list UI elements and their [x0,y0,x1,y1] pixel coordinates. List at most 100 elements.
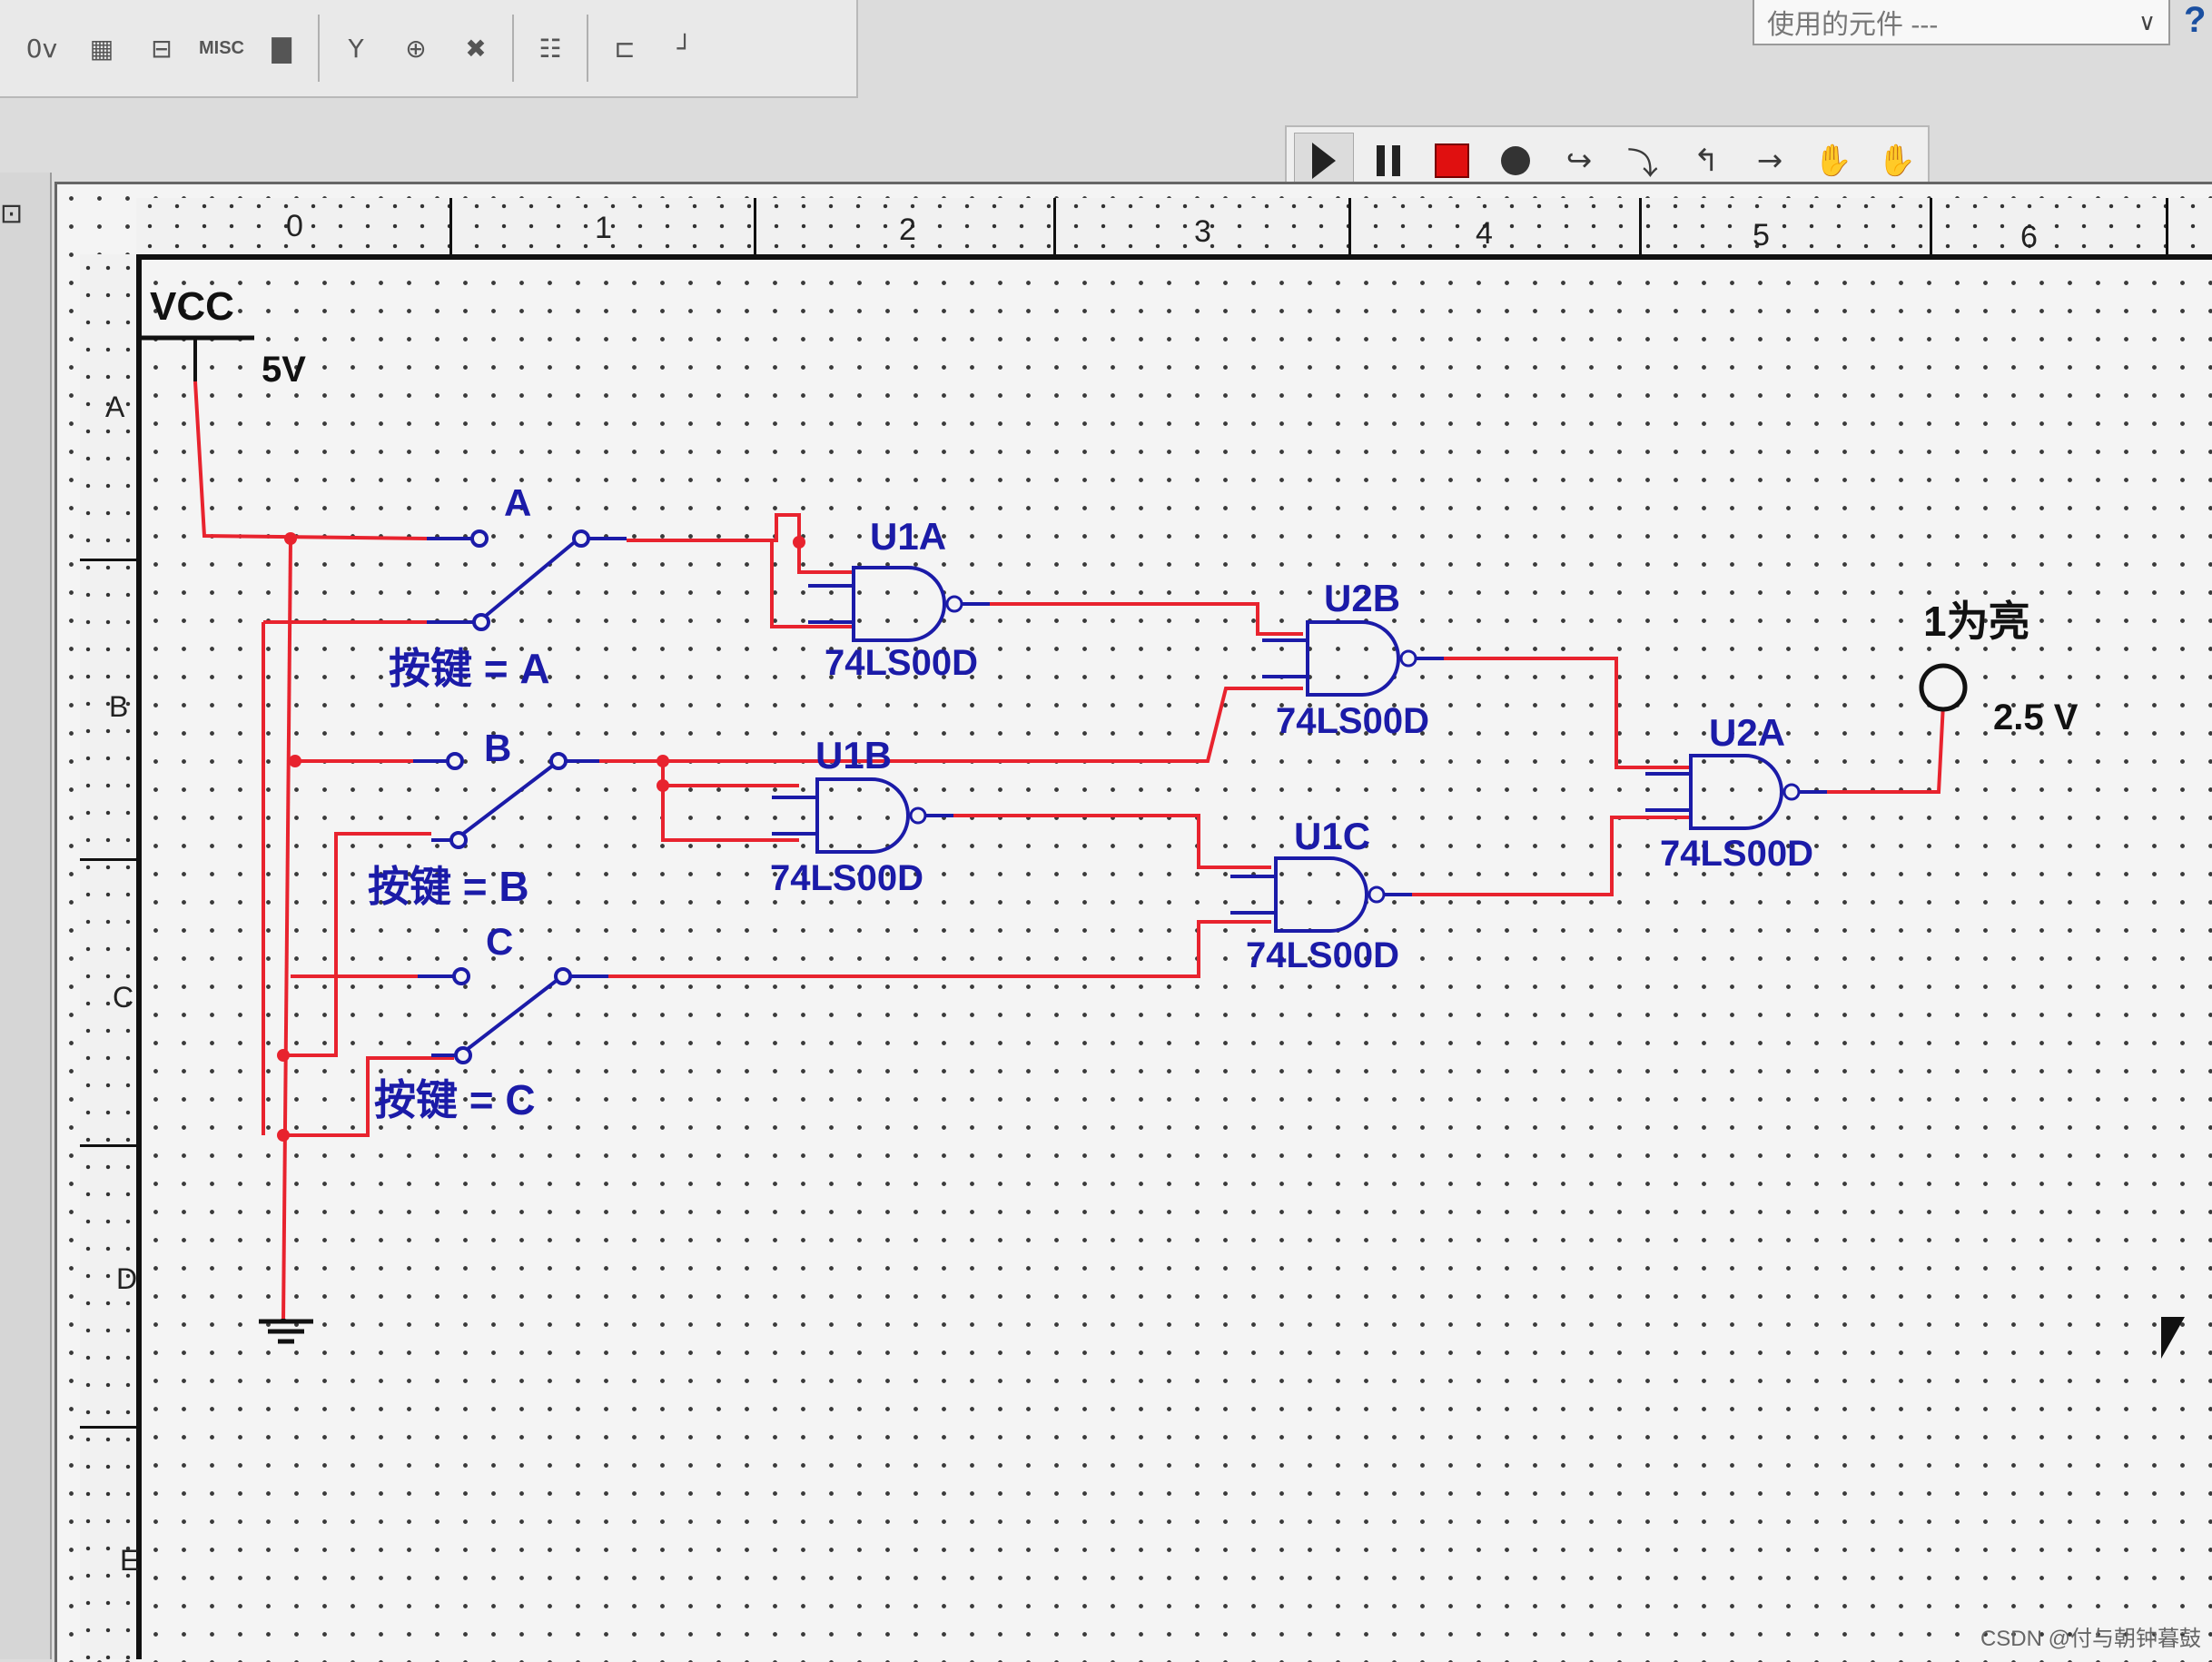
wire-b-u1b-in1 [599,759,799,787]
wire-u2b-u2a [1444,657,1689,769]
wire-a-out [627,513,854,574]
switch-c-key: 按键 = C [374,1076,536,1123]
ruler-divider [1053,198,1056,254]
step-over-icon[interactable]: ⤵ [1627,145,1658,183]
design-toolbox-panel: ⊡ [0,173,52,1659]
tool-misc[interactable]: MISC [199,37,244,58]
chevron-down-icon[interactable]: ∨ [2138,7,2156,35]
gate-u1a[interactable] [806,566,992,642]
column-label: 6 [2020,220,2038,254]
schematic-sheet[interactable] [54,182,2212,1662]
ruler-divider [2166,198,2168,254]
ruler-divider [80,559,136,561]
tool-0v-icon[interactable]: 0v [25,33,58,64]
wire-a-u1a-in2 [770,540,854,628]
gate-u1b-ref: U1B [815,734,893,777]
tool-display-icon[interactable]: ▇ [272,33,291,64]
help-button[interactable]: ? [2184,0,2207,40]
switch-c[interactable] [418,967,608,1064]
tool-hier-icon[interactable]: ⊏ [614,33,636,64]
gate-u2b-ref: U2B [1324,577,1401,619]
switch-b[interactable] [413,752,599,849]
junction-dot [277,1129,290,1142]
wires [193,381,1945,1322]
probe-label: 1为亮 [1923,598,2030,645]
gate-u1c-part: 74LS00D [1246,935,1399,975]
wire-vcc-a [193,381,428,540]
wire-bus [281,538,292,1322]
row-ruler: A B C D E [80,254,142,1659]
column-label: 4 [1476,216,1493,251]
column-label: 0 [286,209,303,243]
junction-dot [277,1049,290,1062]
row-label: B [109,690,129,723]
gate-u1b-part: 74LS00D [770,858,923,898]
switch-a[interactable] [427,529,627,631]
ruler-divider [1639,198,1642,254]
gate-u1c-ref: U1C [1294,815,1371,857]
row-label: E [120,1544,140,1577]
step-into-icon[interactable]: ↪ [1565,143,1593,179]
vcc-voltage: 5V [262,350,306,390]
toolbar-separator [587,15,588,82]
wire-b-u1b-in2 [661,786,799,842]
column-label: 1 [595,211,612,245]
gate-u2b-part: 74LS00D [1276,701,1429,741]
row-label: D [116,1262,138,1295]
tool-step-icon[interactable]: ┘ [676,33,693,64]
mouse-cursor-icon [2161,1317,2185,1359]
probe-lamp[interactable] [1919,663,1968,712]
panel-tab-icon[interactable]: ⊡ [0,199,24,229]
run-to-cursor-icon[interactable]: → [1756,143,1783,179]
in-use-parts-value: 使用的元件 --- [1767,10,1939,40]
ruler-divider [754,198,756,254]
junction-dot [284,532,297,545]
ruler-divider [1930,198,1932,254]
toolbar-separator [512,15,514,82]
switch-c-name: C [486,920,514,963]
switch-a-key: 按键 = A [389,645,550,692]
in-use-parts-dropdown[interactable]: 使用的元件 --- ∨ [1753,0,2170,45]
ruler-divider [80,1426,136,1429]
wire-u1a-u2b [990,602,1303,636]
wire-c-lower [283,1056,454,1137]
gate-u1a-part: 74LS00D [825,643,978,683]
column-label: 5 [1753,218,1770,252]
vcc-label: VCC [150,284,234,329]
ruler-divider [449,198,452,254]
switch-b-name: B [484,727,512,769]
tool-ic-icon[interactable]: ✖ [465,33,487,64]
ruler-divider [1348,198,1351,254]
junction-dot [657,779,669,792]
step-out-icon[interactable]: ↰ [1693,143,1720,179]
tool-motor-icon[interactable]: ⊕ [405,33,427,64]
toolbar-separator [318,15,320,82]
wire-u1b-u1c [953,814,1271,869]
component-toolbar: 0v ▦ ⊟ MISC ▇ Y ⊕ ✖ ☷ ⊏ ┘ [0,0,858,98]
junction-dot [289,755,301,767]
row-label: A [105,391,125,423]
probe-voltage: 2.5 V [1993,697,2079,737]
junctions [277,532,805,1142]
breakpoint-icon[interactable] [1486,134,1545,188]
hand-remove-icon[interactable]: ✋ [1877,143,1917,179]
row-label: C [113,981,134,1014]
wire-b-u2b-in2 [663,687,1303,763]
gate-u2a-part: 74LS00D [1660,834,1813,874]
hand-icon[interactable]: ✋ [1813,143,1853,179]
gate-u2a-ref: U2A [1709,711,1786,754]
ruler-divider [80,858,136,861]
tool-antenna-icon[interactable]: Y [348,33,364,64]
tool-chip-icon[interactable]: ☷ [538,33,562,64]
stop-icon[interactable] [1423,134,1481,188]
tool-battery-icon[interactable]: ⊟ [151,33,173,64]
ruler-divider [80,1144,136,1147]
watermark: CSDN @付与朝钟暮鼓 [1980,1627,2201,1651]
switch-a-name: A [504,481,532,524]
tool-grid-icon[interactable]: ▦ [89,33,114,64]
pause-icon[interactable] [1359,134,1417,188]
ground-icon [259,1319,313,1344]
wire-c-u1c [608,920,1271,978]
column-label: 3 [1194,214,1211,249]
